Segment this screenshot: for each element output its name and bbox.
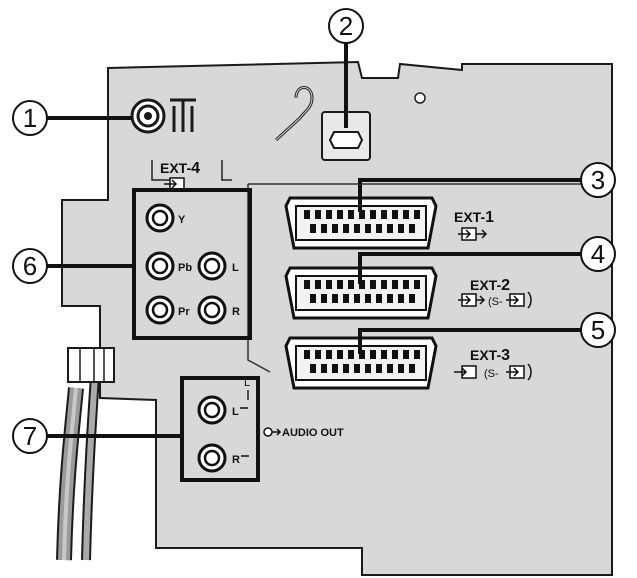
callout-5: 5 — [580, 312, 616, 348]
ext3-svideo-label: (S- — [484, 368, 499, 380]
svideo-icon — [506, 363, 532, 381]
ext4-prefix: EXT- — [160, 160, 191, 176]
input-arrow-icon — [164, 177, 185, 191]
input-icon — [454, 365, 477, 379]
ext3-number: 3 — [501, 347, 510, 364]
ext1-number: 1 — [485, 209, 494, 226]
rca-jack-pb — [145, 251, 175, 281]
ext4-bracket — [151, 160, 232, 181]
callout-leaders — [46, 42, 582, 438]
jack-label-l: L — [232, 262, 239, 274]
antenna-icon — [170, 98, 196, 132]
audio-out-label: AUDIO OUT — [282, 427, 344, 439]
callout-3: 3 — [580, 162, 616, 198]
rca-jack-audio-l — [197, 395, 227, 425]
audio-output-icon — [263, 427, 282, 437]
rca-jack-pr — [145, 295, 175, 325]
callout-4-number: 4 — [591, 239, 605, 269]
power-cord — [56, 347, 115, 561]
svg-text:EXT-1: EXT-1 — [454, 209, 494, 226]
callout-6: 6 — [12, 248, 48, 284]
svg-text:EXT-2: EXT-2 — [470, 277, 510, 294]
jack-label-y: Y — [178, 214, 186, 226]
input-output-icon — [458, 227, 488, 241]
antenna-connector — [130, 98, 166, 134]
callout-6-number: 6 — [23, 251, 37, 281]
input-output-icon — [458, 293, 486, 307]
ext3-prefix: EXT- — [470, 347, 501, 363]
screw-hole — [414, 92, 426, 104]
ext1-prefix: EXT- — [454, 209, 485, 225]
ext2-number: 2 — [501, 277, 510, 294]
audio-out-top-mark: L — [244, 377, 250, 389]
jack-label-r: R — [232, 306, 240, 318]
ext2-svideo-label: (S- — [488, 296, 503, 308]
callout-7: 7 — [12, 418, 48, 454]
callout-2: 2 — [328, 8, 364, 44]
audio-jack-label-r: R — [232, 454, 240, 466]
callout-4: 4 — [580, 236, 616, 272]
scart-connector-3 — [284, 336, 438, 390]
rca-jack-audio-r — [197, 443, 227, 473]
callout-5-number: 5 — [591, 315, 605, 345]
callout-7-number: 7 — [23, 421, 37, 451]
service-port — [321, 111, 371, 161]
audio-out-box — [180, 376, 260, 482]
audio-jack-label-l: L — [232, 406, 239, 418]
ext2-prefix: EXT- — [470, 277, 501, 293]
svg-text:EXT-4: EXT-4 — [160, 160, 200, 177]
callout-3-number: 3 — [591, 165, 605, 195]
jack-label-pb: Pb — [178, 262, 192, 274]
rca-jack-l — [197, 251, 227, 281]
ext4-number: 4 — [191, 160, 200, 177]
rca-jack-r — [197, 295, 227, 325]
svg-text:EXT-3: EXT-3 — [470, 347, 510, 364]
callout-1-number: 1 — [23, 103, 37, 133]
svideo-icon — [506, 291, 532, 309]
rca-jack-y — [145, 203, 175, 233]
jack-label-pr: Pr — [178, 306, 190, 318]
callout-2-number: 2 — [339, 11, 353, 41]
callout-1: 1 — [12, 100, 48, 136]
scart-connectors — [284, 196, 438, 390]
